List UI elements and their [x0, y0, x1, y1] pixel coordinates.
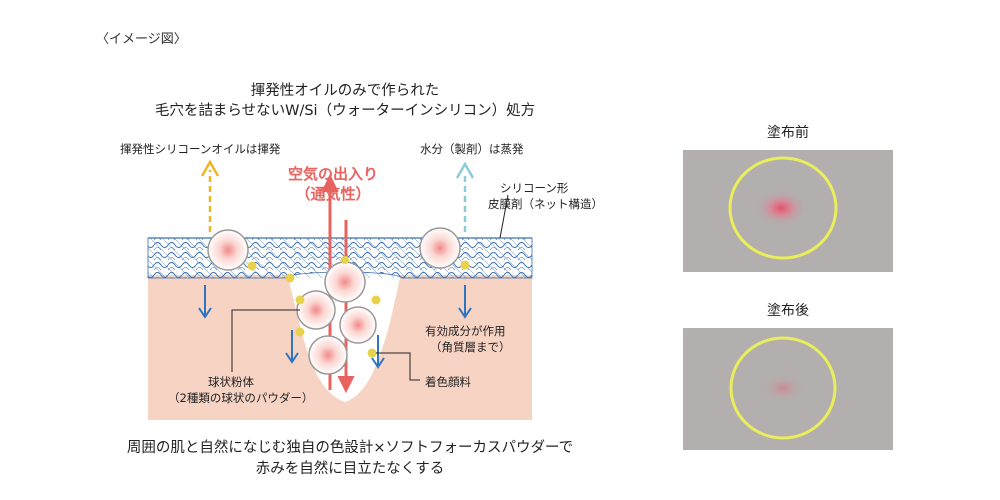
label-volatile-silicone: 揮発性シリコーンオイルは揮発	[120, 142, 281, 156]
after-title: 塗布後	[767, 303, 809, 319]
powder-ball	[324, 261, 366, 303]
pigment-dot	[341, 256, 349, 264]
pigment-dot	[295, 295, 305, 305]
footer-line-2: 赤みを自然に目立たなくする	[255, 461, 445, 477]
label-powder-2: （2種類の球状のパウダー）	[168, 391, 314, 405]
before-photo	[683, 150, 893, 272]
pigment-dot	[285, 273, 295, 283]
heading-line-2: 毛穴を詰まらせないW/Si（ウォーターインシリコン）処方	[154, 103, 536, 119]
label-pigment: 着色顔料	[425, 375, 471, 389]
label-active-2: （角質層まで）	[430, 340, 511, 354]
pigment-dot	[460, 260, 470, 270]
powder-ball	[419, 227, 461, 269]
pigment-dot	[247, 261, 257, 271]
pigment-dot	[295, 327, 305, 337]
marker-ring	[728, 156, 838, 260]
label-active-1: 有効成分が作用	[425, 324, 506, 338]
after-photo	[683, 328, 893, 450]
marker-ring	[729, 336, 837, 440]
powder-ball	[308, 335, 348, 375]
label-silicone-film-1: シリコーン形	[500, 181, 569, 195]
before-title: 塗布前	[767, 125, 809, 141]
label-water-evaporates: 水分（製剤）は蒸発	[420, 142, 524, 156]
pigment-dot	[371, 295, 381, 305]
footer-line-1: 周囲の肌と自然になじむ独自の色設計×ソフトフォーカスパウダーで	[126, 440, 574, 456]
label-powder-1: 球状粉体	[208, 375, 254, 389]
formula-diagram	[147, 159, 533, 420]
label-air-line-2: （通気性）	[295, 185, 371, 203]
pigment-dot	[367, 348, 377, 358]
image-caption: 〈イメージ図〉	[96, 32, 187, 47]
powder-ball	[339, 306, 377, 344]
heading-line-1: 揮発性オイルのみで作られた	[250, 83, 440, 99]
powder-ball	[207, 229, 249, 271]
skin-layer	[148, 275, 532, 420]
label-silicone-film-2: 皮膜剤（ネット構造）	[488, 197, 603, 211]
label-air-line-1: 空気の出入り	[287, 165, 378, 183]
